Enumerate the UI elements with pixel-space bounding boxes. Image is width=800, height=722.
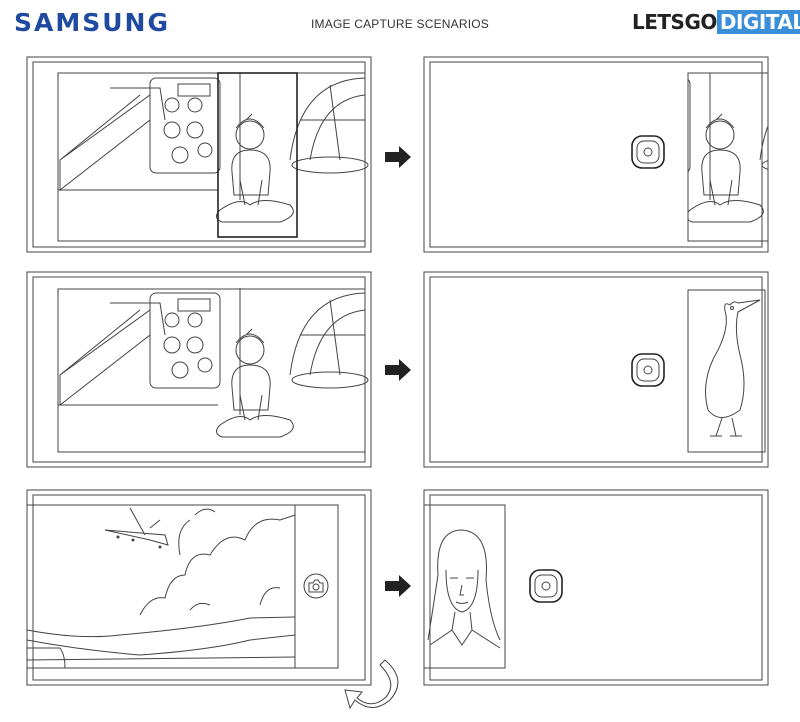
scenario-3-left-phone: [26, 489, 372, 686]
camera-button: [303, 573, 329, 599]
scenario-1-right-phone: [423, 56, 769, 253]
selection-frame: [217, 72, 298, 238]
portrait-drawing: [427, 529, 501, 649]
scenario-3-right-phone: [423, 489, 769, 686]
rotate-arrow-icon: [344, 659, 399, 710]
shutter-button: [631, 353, 665, 387]
shutter-button: [529, 569, 563, 603]
scenario-2-left-phone: [26, 271, 372, 468]
duck-drawing: [705, 299, 761, 437]
arrow-right-icon: [385, 575, 411, 597]
scenario-2-right-phone: [423, 271, 769, 468]
samsung-logo: SAMSUNG: [14, 8, 170, 37]
shutter-button: [631, 135, 665, 169]
airplane-drawing: [104, 507, 169, 549]
scenario-1-left-phone: [26, 56, 372, 253]
arrow-right-icon: [385, 146, 411, 168]
page-title: IMAGE CAPTURE SCENARIOS: [311, 17, 489, 31]
arrow-right-icon: [385, 359, 411, 381]
